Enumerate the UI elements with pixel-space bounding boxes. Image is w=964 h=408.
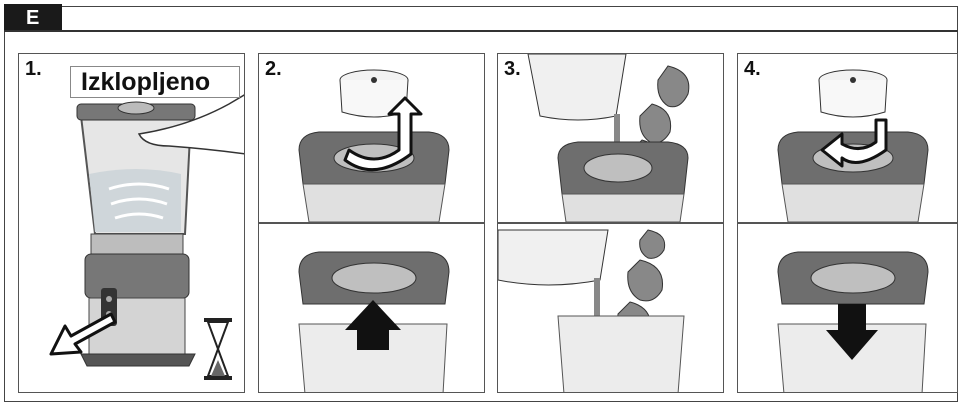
jar-icon (303, 184, 445, 222)
jar-icon (562, 194, 684, 222)
measuring-cap-icon (819, 70, 887, 117)
step-4-number: 4. (744, 58, 761, 81)
lid-icon (299, 252, 449, 304)
step-4-panel: 4. (737, 53, 958, 393)
section-label: E (4, 4, 62, 32)
step-2-number: 2. (265, 58, 282, 81)
section-divider (4, 30, 958, 32)
jar-icon (782, 184, 924, 222)
step-3-number: 3. (504, 58, 521, 81)
measuring-cup-icon (528, 54, 626, 120)
lid-icon (558, 142, 688, 194)
jar-icon (558, 316, 684, 393)
step-2-panel: 2. (258, 53, 485, 393)
lid-icon (778, 252, 928, 304)
step-3-panel: 3. (497, 53, 724, 393)
step-1-panel: 1. (18, 53, 245, 393)
step-1-number: 1. (25, 58, 42, 81)
measuring-cup-icon (498, 230, 608, 285)
off-status-label: Izklopljeno (70, 66, 240, 98)
hourglass-icon (204, 318, 232, 380)
